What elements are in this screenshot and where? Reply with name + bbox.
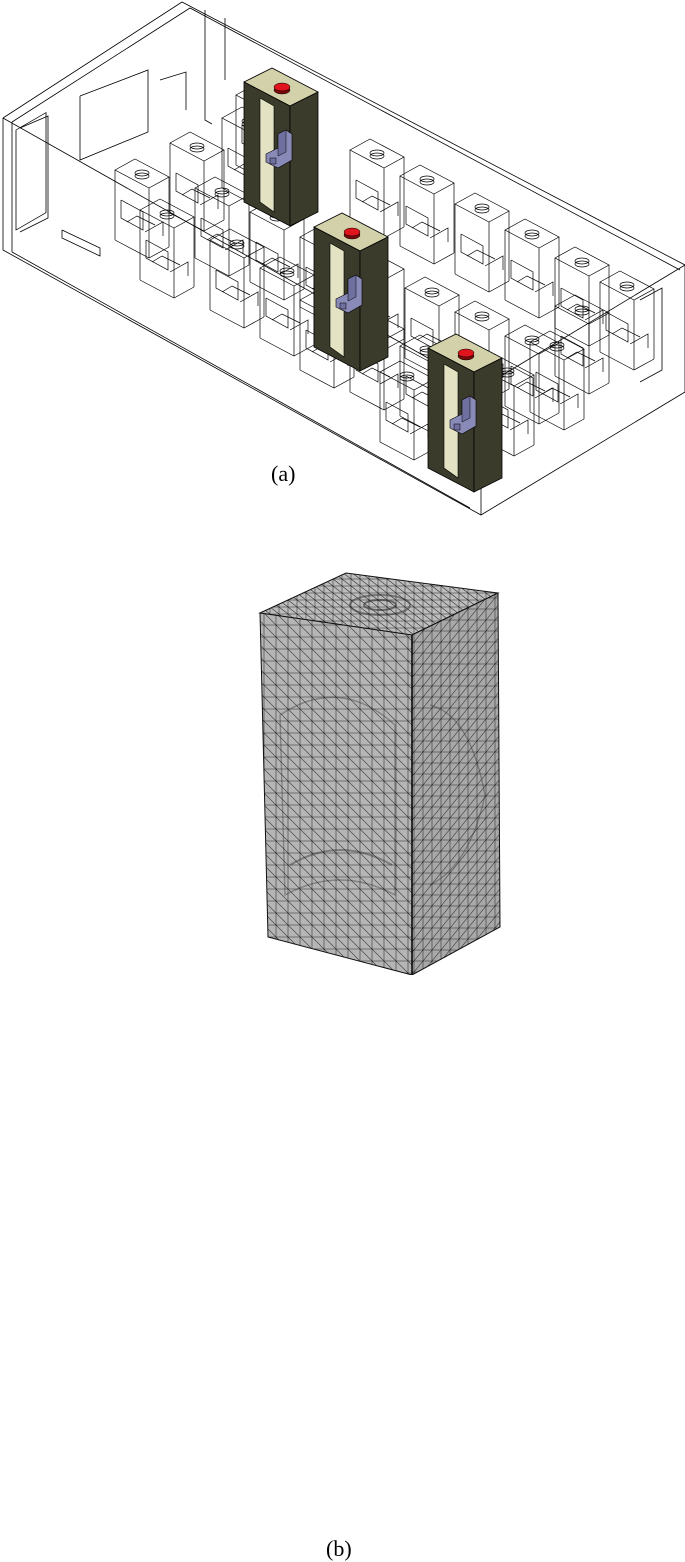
mesh-refinement-front-lower	[289, 849, 393, 866]
mesh-refinement-top	[349, 594, 411, 616]
highlighted-cabinet	[313, 212, 389, 372]
mesh-side-face	[411, 592, 501, 975]
panel-b-caption: (b)	[326, 1536, 352, 1561]
cabinet-wireframe	[209, 228, 265, 329]
cabinet-mesh-diagram	[258, 572, 501, 975]
room-wireframe-diagram	[2, 1, 685, 516]
mesh-refinement-top-inner	[363, 599, 397, 611]
cabinet-wireframe	[169, 131, 225, 232]
highlighted-cabinet	[427, 333, 503, 493]
cabinet-wireframe	[194, 176, 250, 277]
cabinet-wireframe	[599, 270, 655, 371]
cabinet-wireframe	[554, 294, 610, 395]
cabinet-wireframe	[504, 218, 560, 319]
cabinet-wireframe	[529, 330, 585, 431]
cabinet-wireframe	[504, 324, 560, 425]
highlighted-cabinet-group	[243, 67, 503, 493]
mesh-refinement-side	[429, 704, 486, 886]
panel-a: (a)	[0, 0, 685, 520]
mesh-refinement-front	[279, 696, 396, 897]
room-outline	[2, 1, 685, 516]
panel-b: (b)	[0, 565, 685, 1561]
highlighted-cabinet	[243, 67, 319, 227]
cabinet-wireframe	[139, 198, 195, 299]
cabinet-wireframe	[454, 192, 510, 293]
panel-a-caption: (a)	[271, 461, 296, 486]
cabinet-wireframe	[554, 246, 610, 347]
cabinet-wireframe	[399, 164, 455, 265]
cabinet-wireframe	[114, 158, 170, 259]
mesh-front-face	[259, 612, 413, 975]
